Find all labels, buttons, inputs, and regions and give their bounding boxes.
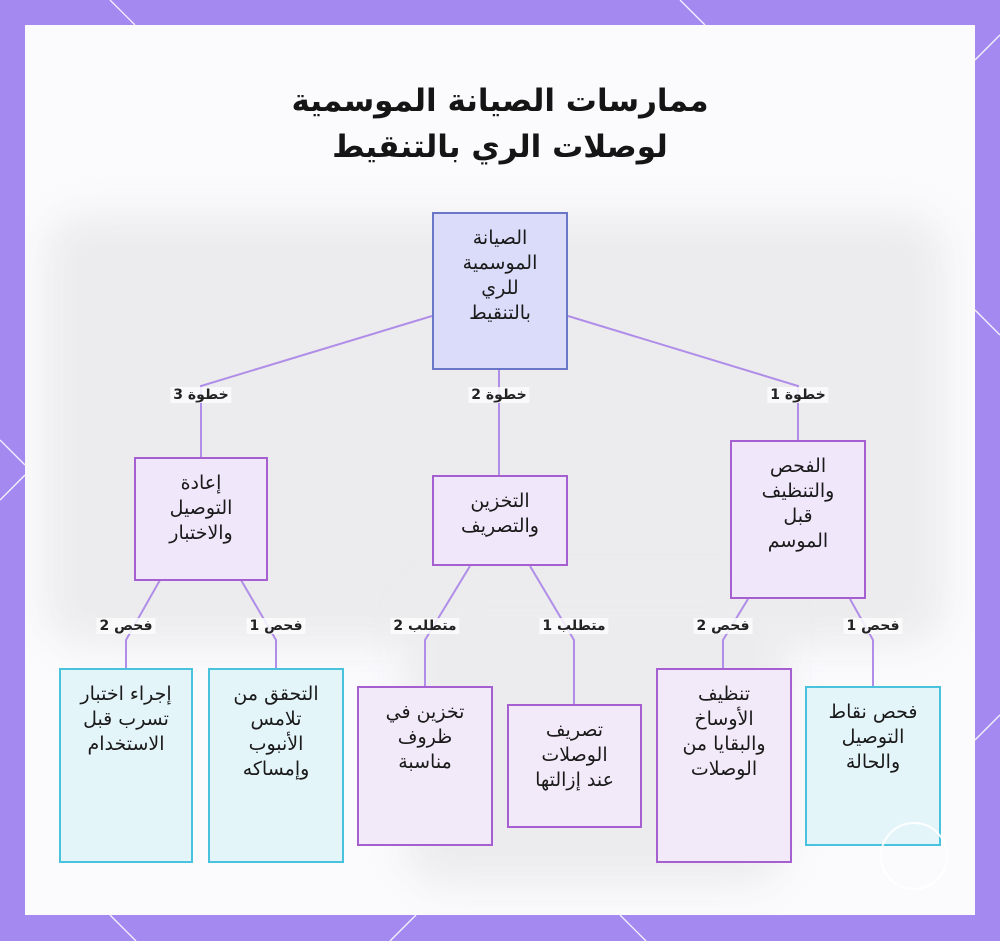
step2-req1-label: تصريف الوصلات عند إزالتها [535,719,614,791]
step1-check2-node: تنظيف الأوساخ والبقايا من الوصلات [656,668,792,863]
root-node: الصيانة الموسمية للري بالتنقيط [432,212,568,370]
root-node-label: الصيانة الموسمية للري بالتنقيط [462,227,538,324]
step2-node: التخزين والتصريف [432,475,568,566]
edge-step1-check1 [849,598,874,686]
step3-check1-node: التحقق من تلامس الأنبوب وإمساكه [208,668,344,863]
diagram-title: ممارسات الصيانة الموسمية لوصلات الري بال… [0,78,1000,170]
edge-step3-check2 [125,579,161,668]
edge-label-step2: خطوة 2 [468,387,530,403]
step2-req2-label: تخزين في ظروف مناسبة [385,701,465,773]
title-line-2: لوصلات الري بالتنقيط [332,129,668,165]
edge-label-step2-req2: متطلب 2 [390,618,460,634]
step1-node: الفحص والتنظيف قبل الموسم [730,440,866,599]
edge-label-step3: خطوة 3 [170,387,232,403]
step2-req2-node: تخزين في ظروف مناسبة [357,686,493,846]
step3-node-label: إعادة التوصيل والاختبار [169,472,233,544]
step1-check1-label: فحص نقاط التوصيل والحالة [828,701,918,773]
step3-check2-node: إجراء اختبار تسرب قبل الاستخدام [59,668,193,863]
title-line-1: ممارسات الصيانة الموسمية [291,83,709,119]
edge-label-step3-check2: فحص 2 [96,618,156,634]
edge-label-step1-check2: فحص 2 [693,618,753,634]
step1-check1-node: فحص نقاط التوصيل والحالة [805,686,941,846]
edge-step2-req1 [529,565,575,704]
step2-req1-node: تصريف الوصلات عند إزالتها [507,704,642,828]
edge-label-step2-req1: متطلب 1 [539,618,609,634]
edge-label-step1-check1: فحص 1 [843,618,903,634]
edge-label-step3-check1: فحص 1 [246,618,306,634]
step3-node: إعادة التوصيل والاختبار [134,457,268,581]
edge-step2-req2 [424,565,471,686]
watermark-logo-icon [880,822,948,890]
edge-root-step1 [567,315,799,440]
step1-node-label: الفحص والتنظيف قبل الموسم [761,455,835,552]
step2-node-label: التخزين والتصريف [461,490,539,537]
edge-step3-check1 [240,579,277,668]
edge-root-step3 [200,315,433,457]
step3-check2-label: إجراء اختبار تسرب قبل الاستخدام [80,683,172,755]
step1-check2-label: تنظيف الأوساخ والبقايا من الوصلات [682,683,766,780]
edge-label-step1: خطوة 1 [767,387,829,403]
step3-check1-label: التحقق من تلامس الأنبوب وإمساكه [233,683,319,780]
edge-step1-check2 [722,598,749,668]
